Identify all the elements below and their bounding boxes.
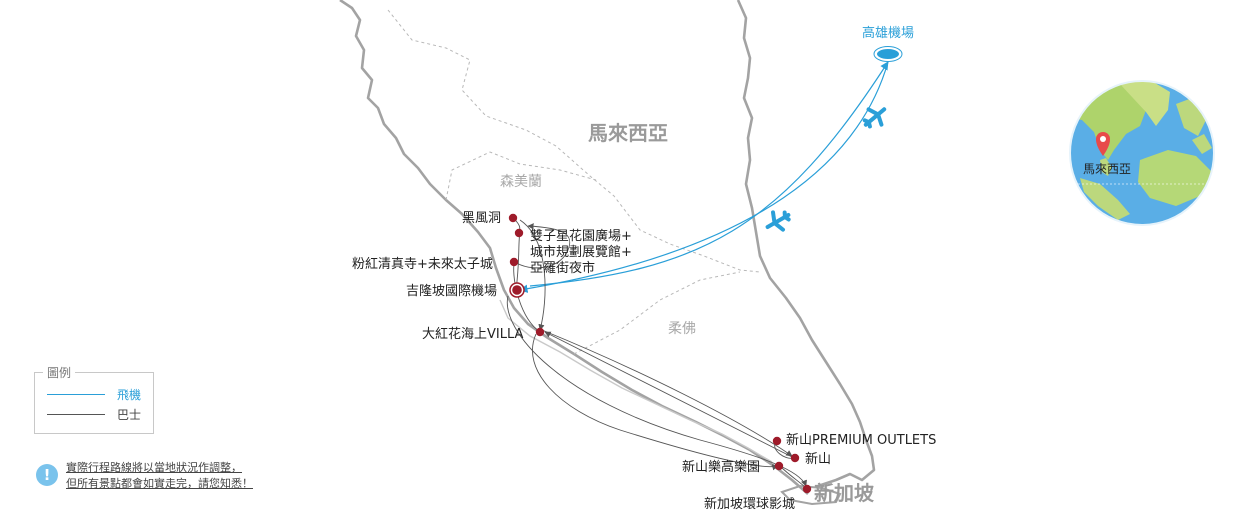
disclaimer-line-2: 但所有景點都會如實走完，請您知悉！ xyxy=(66,477,253,490)
legend-title: 圖例 xyxy=(43,364,76,381)
origin-airport-marker xyxy=(875,47,901,61)
legend-flight: 飛機 xyxy=(47,387,147,402)
country-singapore-label: 新加坡 xyxy=(814,481,875,505)
disclaimer-text: 實際行程路線將以當地狀況作調整， 但所有景點都會如實走完，請您知悉！ xyxy=(66,460,253,492)
exclamation-icon: ! xyxy=(36,464,58,486)
west-coastline-2 xyxy=(499,299,773,463)
plane-icon xyxy=(862,107,887,129)
origin-airport-label: 高雄機場 xyxy=(862,25,914,41)
legend-bus-label: 巴士 xyxy=(117,408,142,422)
bus-route-6 xyxy=(544,331,795,459)
stop-marker-twin-tower xyxy=(514,228,524,238)
stop-label-night-market: 亞羅街夜市 xyxy=(530,260,595,276)
stop-label-villa: 大紅花海上VILLA xyxy=(422,326,524,342)
disclaimer-note: ! 實際行程路線將以當地狀況作調整， 但所有景點都會如實走完，請您知悉！ xyxy=(36,460,336,502)
legend-bus: 巴士 xyxy=(47,407,147,422)
stop-marker-universal xyxy=(802,484,812,494)
bus-route-5 xyxy=(541,329,793,457)
globe-label: 馬來西亞 xyxy=(1083,162,1131,176)
region-label-johor: 柔佛 xyxy=(668,321,696,337)
flight-route-return xyxy=(529,61,889,287)
flight-line-swatch xyxy=(47,394,105,395)
stop-label-batu-caves: 黑風洞 xyxy=(462,211,501,226)
bus-route-9 xyxy=(779,465,807,489)
stop-marker-villa xyxy=(535,327,545,337)
stop-label-johor-bahru: 新山 xyxy=(805,451,831,467)
bus-route-7 xyxy=(532,333,779,471)
state-border xyxy=(387,9,761,273)
location-pin-icon xyxy=(1096,132,1110,156)
country-malaysia-label: 馬來西亞 xyxy=(588,121,668,145)
east-coastline xyxy=(736,0,876,488)
bus-route-10 xyxy=(506,295,807,487)
stop-label-klia: 吉隆坡國際機場 xyxy=(406,284,497,299)
stop-marker-pink-mosque xyxy=(509,257,519,267)
bus-route-4 xyxy=(513,263,541,333)
legend: 圖例 飛機 巴士 xyxy=(34,364,154,434)
bus-route-11 xyxy=(514,223,571,269)
stop-label-pink-mosque: 粉紅清真寺+未來太子城 xyxy=(352,257,493,272)
stop-label-twin-tower: 雙子星花園廣場+ xyxy=(530,228,632,244)
plane-icon-2 xyxy=(765,210,791,232)
west-coastline xyxy=(339,0,809,495)
region-label-selangor: 森美蘭 xyxy=(500,174,542,190)
stop-marker-premium-outlets xyxy=(772,436,782,446)
stop-label-legoland: 新山樂高樂園 xyxy=(682,459,760,475)
stop-marker-batu-caves xyxy=(508,213,518,223)
legend-flight-label: 飛機 xyxy=(117,388,142,402)
disclaimer-line-1: 實際行程路線將以當地狀況作調整， xyxy=(66,461,242,474)
bus-line-swatch xyxy=(47,414,105,415)
stop-marker-legoland xyxy=(774,461,784,471)
stop-label-premium-outlets: 新山PREMIUM OUTLETS xyxy=(786,432,936,448)
stop-label-universal: 新加坡環球影城 xyxy=(704,496,795,512)
state-border-2 xyxy=(445,151,597,201)
stop-marker-johor-bahru xyxy=(790,453,800,463)
state-border-3 xyxy=(573,271,741,355)
flight-route xyxy=(519,61,889,293)
globe-inset xyxy=(1069,80,1215,226)
stop-label-gallery: 城市規劃展覽館+ xyxy=(530,244,632,260)
